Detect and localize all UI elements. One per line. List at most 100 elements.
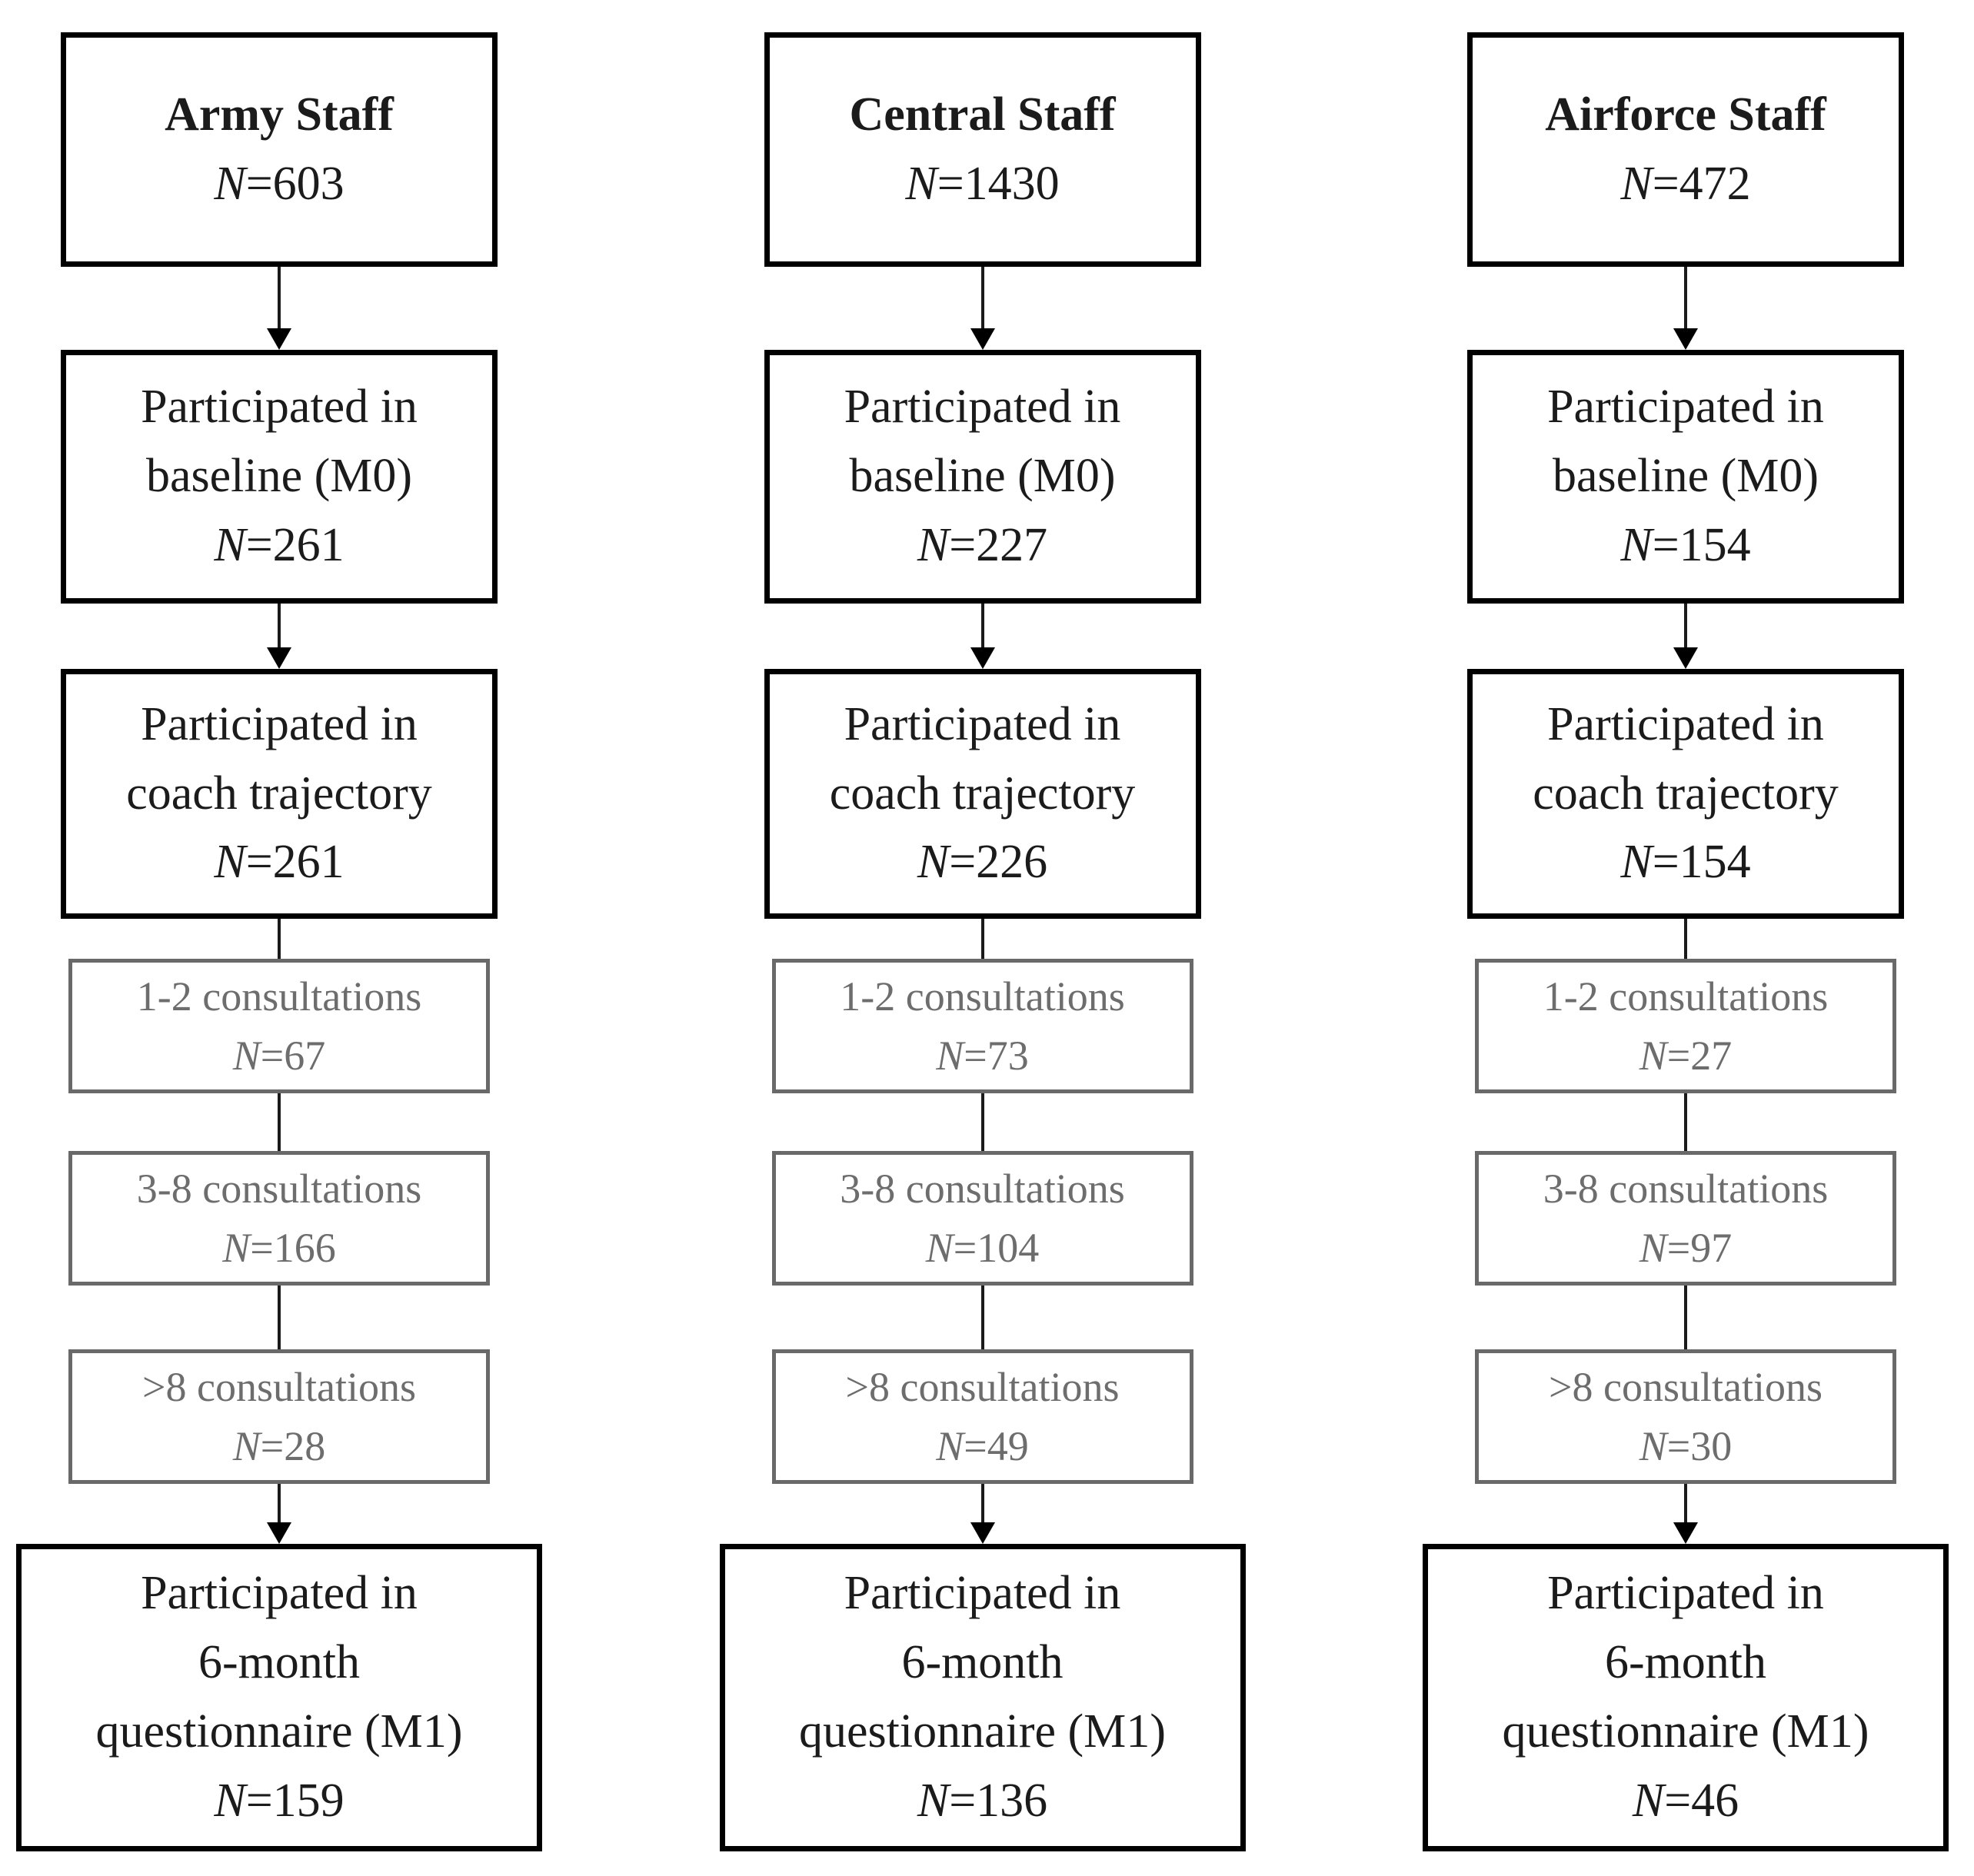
airforce-baseline-box: Participated in baseline (M0) N=154 [1467,350,1904,604]
connector-line [1684,604,1687,647]
box-label-line: baseline (M0) [849,450,1116,503]
box-label-line: Participated in [844,697,1121,750]
box-label-line: 3-8 consultations [1543,1165,1829,1212]
airforce-coach-box: Participated in coach trajectory N=154 [1467,669,1904,919]
n-symbol: N [1620,518,1653,571]
army-consult-1-2-box: 1-2 consultations N=67 [68,959,490,1093]
arrow-down-icon [1673,604,1698,669]
arrow-down-icon [970,1484,995,1544]
n-value: =226 [949,836,1048,889]
connector-line [980,1093,984,1151]
box-label-line: baseline (M0) [145,450,413,503]
connector-line [278,919,281,959]
central-followup-box: Participated in 6-month questionnaire (M… [719,1544,1246,1851]
airforce-header-n: N=472 [1620,150,1750,219]
arrowhead-icon [970,328,995,350]
n-symbol: N [1639,1224,1667,1271]
box-label-line: >8 consultations [142,1363,416,1410]
n-symbol: N [222,1224,251,1271]
connector-line [1684,1093,1687,1151]
box-label-line: 1-2 consultations [840,973,1125,1019]
army-consult-gt8-n: N=28 [233,1417,326,1476]
n-value: =261 [245,518,345,571]
box-label-line: 1-2 consultations [136,973,422,1019]
army-column: Army Staff N=603 Participated in baselin… [16,32,542,1876]
airforce-column: Airforce Staff N=472 Participated in bas… [1423,32,1949,1876]
central-column: Central Staff N=1430 Participated in bas… [719,32,1246,1876]
connector-line [278,919,281,959]
connector-line [1684,919,1687,959]
connector-line [980,267,984,328]
connector-line [980,1286,984,1349]
central-header-title: Central Staff [849,88,1116,141]
central-baseline-n: N=227 [917,511,1047,580]
connector-line [1684,1093,1687,1151]
box-label-line: >8 consultations [1549,1363,1823,1410]
box-label-line: Participated in [1547,1567,1824,1620]
n-value: =30 [1666,1422,1733,1469]
n-symbol: N [936,1422,964,1469]
army-consult-gt8-box: >8 consultations N=28 [68,1349,490,1484]
army-header-n: N=603 [214,150,344,219]
airforce-consult-1-2-n: N=27 [1639,1026,1733,1086]
n-symbol: N [232,1032,261,1079]
airforce-consult-gt8-n: N=30 [1639,1417,1733,1476]
arrowhead-icon [267,328,291,350]
arrowhead-icon [970,647,995,669]
box-label-line: Participated in [844,1567,1121,1620]
n-value: =603 [245,157,345,210]
n-value: =28 [260,1422,326,1469]
box-label-line: Participated in [1547,697,1824,750]
connector-line [278,1286,281,1349]
connector-line [278,1286,281,1349]
box-label-line: baseline (M0) [1552,450,1819,503]
central-consult-1-2-n: N=73 [936,1026,1029,1086]
connector-line [1684,919,1687,959]
army-consult-3-8-box: 3-8 consultations N=166 [68,1151,490,1286]
box-label-line: coach trajectory [126,767,432,820]
arrow-down-icon [267,604,291,669]
central-header-n: N=1430 [905,150,1059,219]
airforce-baseline-n: N=154 [1620,511,1750,580]
connector-line [278,1093,281,1151]
army-coach-n: N=261 [214,828,344,897]
arrow-down-icon [970,604,995,669]
connector-line [1684,1484,1687,1522]
n-symbol: N [214,157,246,210]
army-followup-box: Participated in 6-month questionnaire (M… [16,1544,542,1851]
army-consult-3-8-n: N=166 [222,1219,336,1278]
n-symbol: N [917,518,950,571]
box-label-line: 3-8 consultations [136,1165,422,1212]
connector-line [980,919,984,959]
box-label-line: 6-month [1604,1636,1767,1689]
n-value: =261 [245,836,345,889]
connector-line [980,919,984,959]
airforce-coach-n: N=154 [1620,828,1750,897]
n-value: =159 [245,1774,345,1827]
n-symbol: N [1639,1032,1667,1079]
n-value: =104 [953,1224,1040,1271]
n-value: =27 [1666,1032,1733,1079]
central-consult-1-2-box: 1-2 consultations N=73 [771,959,1193,1093]
arrowhead-icon [1673,647,1698,669]
army-header-title: Army Staff [165,88,394,141]
army-consult-1-2-n: N=67 [233,1026,326,1086]
n-symbol: N [917,1774,950,1827]
arrow-down-icon [267,1484,291,1544]
arrow-down-icon [1673,267,1698,350]
connector-line [980,604,984,647]
central-coach-box: Participated in coach trajectory N=226 [764,669,1201,919]
connector-line [980,1286,984,1349]
box-label-line: 1-2 consultations [1543,973,1829,1019]
box-label-line: Participated in [1547,381,1824,434]
connector-line [278,604,281,647]
airforce-consult-3-8-n: N=97 [1639,1219,1733,1278]
airforce-followup-n: N=46 [1633,1767,1739,1836]
arrow-down-icon [970,267,995,350]
airforce-followup-box: Participated in 6-month questionnaire (M… [1423,1544,1949,1851]
n-value: =166 [250,1224,336,1271]
n-symbol: N [232,1422,261,1469]
connector-line [980,1484,984,1522]
box-label-line: coach trajectory [1533,767,1839,820]
